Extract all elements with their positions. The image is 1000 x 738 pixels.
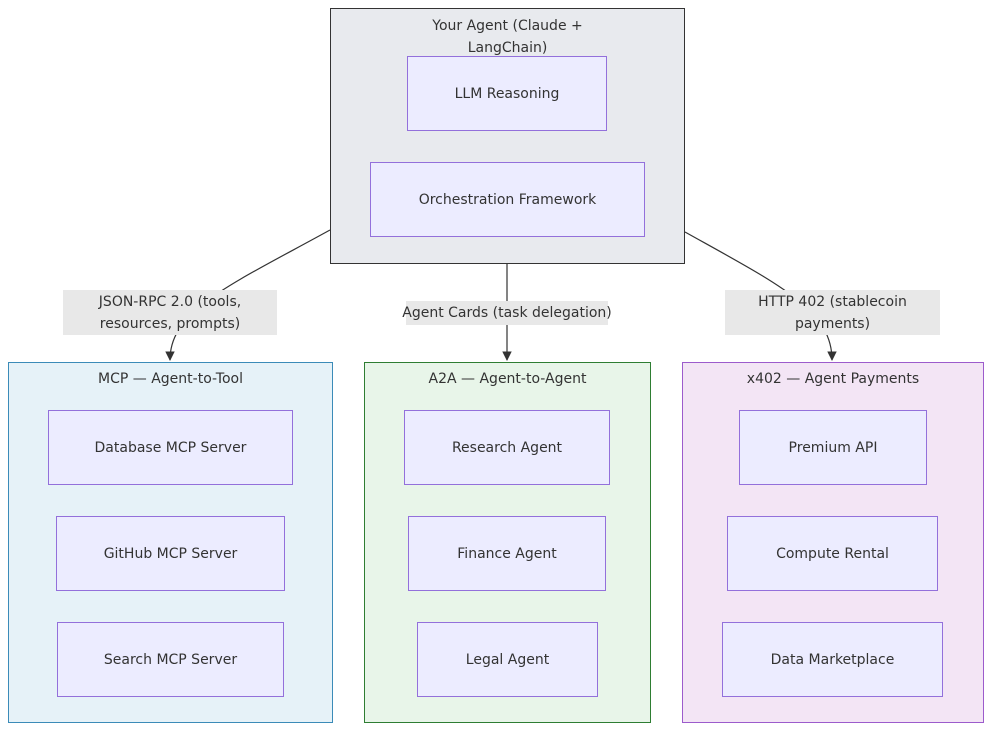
a2a-edge-label: Agent Cards (task delegation) bbox=[402, 301, 612, 325]
search-mcp-server-node: Search MCP Server bbox=[57, 622, 284, 697]
database-mcp-server-node: Database MCP Server bbox=[48, 410, 293, 485]
a2a-cluster-title: A2A — Agent-to-Agent bbox=[428, 371, 587, 387]
github-mcp-server-node: GitHub MCP Server bbox=[56, 516, 285, 591]
compute-rental-node: Compute Rental bbox=[727, 516, 938, 591]
premium-api-node: Premium API bbox=[739, 410, 927, 485]
mcp-edge-label: JSON-RPC 2.0 (tools, resources, prompts) bbox=[63, 290, 277, 335]
llm-reasoning-node: LLM Reasoning bbox=[407, 56, 607, 131]
mcp-cluster-title: MCP — Agent-to-Tool bbox=[98, 371, 243, 387]
x402-edge-label: HTTP 402 (stablecoin payments) bbox=[725, 290, 940, 335]
legal-agent-node: Legal Agent bbox=[417, 622, 598, 697]
research-agent-node: Research Agent bbox=[404, 410, 610, 485]
data-marketplace-node: Data Marketplace bbox=[722, 622, 943, 697]
finance-agent-node: Finance Agent bbox=[408, 516, 606, 591]
orchestration-framework-node: Orchestration Framework bbox=[370, 162, 645, 237]
x402-cluster-title: x402 — Agent Payments bbox=[746, 371, 920, 387]
agent-cluster-title: Your Agent (Claude + LangChain) bbox=[432, 18, 583, 56]
